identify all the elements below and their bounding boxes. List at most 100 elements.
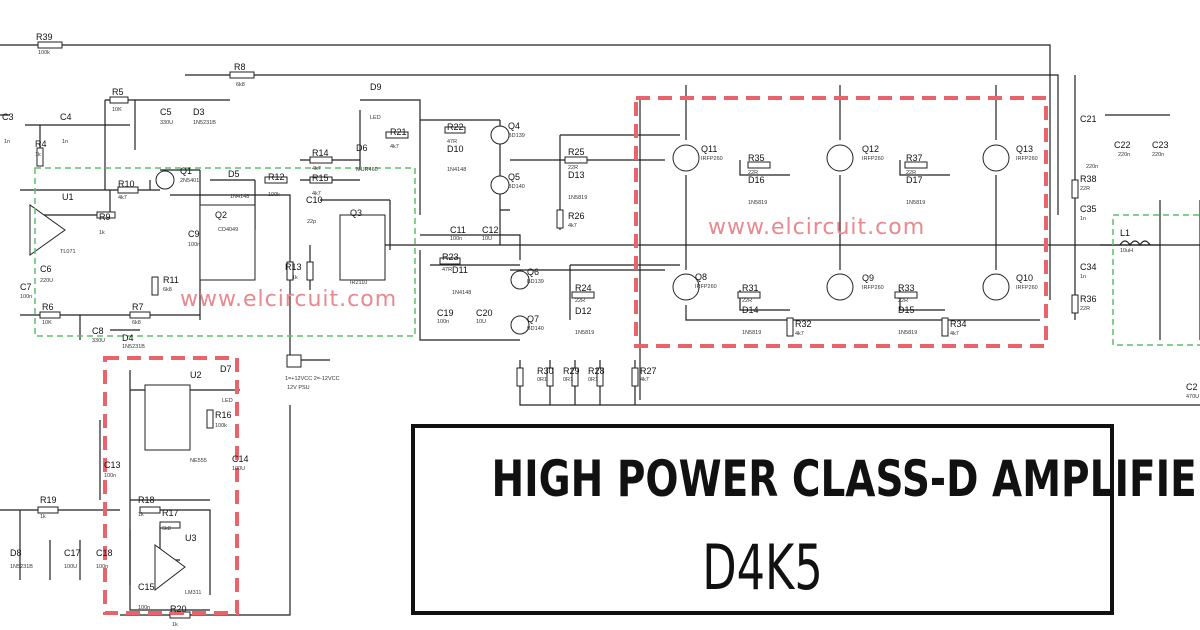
- svg-text:IRFP260: IRFP260: [1016, 285, 1038, 291]
- title-code: D4K5: [702, 531, 823, 604]
- svg-text:R23: R23: [442, 252, 459, 262]
- svg-text:6k8: 6k8: [162, 526, 171, 532]
- watermark-upper: www.elcircuit.com: [708, 215, 925, 240]
- svg-text:R24: R24: [575, 283, 592, 293]
- svg-text:C15: C15: [138, 582, 155, 592]
- svg-text:C2: C2: [1186, 382, 1198, 392]
- svg-text:C9: C9: [188, 229, 200, 239]
- svg-text:22R: 22R: [575, 298, 585, 304]
- svg-text:1N5819: 1N5819: [742, 330, 761, 336]
- power-label: 1=+12VCC 2=-12VCC: [285, 376, 340, 382]
- svg-text:R16: R16: [215, 410, 232, 420]
- svg-text:6k8: 6k8: [163, 287, 172, 293]
- svg-text:TL071: TL071: [60, 249, 76, 255]
- svg-text:R30: R30: [537, 366, 554, 376]
- svg-text:22R: 22R: [742, 298, 752, 304]
- svg-text:D17: D17: [906, 175, 923, 185]
- svg-text:1N5819: 1N5819: [575, 330, 594, 336]
- svg-text:1k: 1k: [292, 275, 298, 281]
- svg-text:C6: C6: [40, 264, 52, 274]
- svg-text:NE555: NE555: [190, 458, 207, 464]
- svg-text:4k7: 4k7: [118, 195, 127, 201]
- svg-text:Q6: Q6: [527, 267, 539, 277]
- svg-text:LED: LED: [370, 115, 381, 121]
- svg-text:100U: 100U: [232, 466, 245, 472]
- svg-text:C12: C12: [482, 225, 499, 235]
- svg-text:Q12: Q12: [862, 144, 879, 154]
- svg-text:1N5231B: 1N5231B: [193, 120, 216, 126]
- svg-text:R6: R6: [42, 302, 54, 312]
- svg-text:D11: D11: [452, 265, 468, 275]
- svg-text:6k8: 6k8: [236, 82, 245, 88]
- svg-text:1N5231B: 1N5231B: [10, 564, 33, 570]
- svg-text:Q8: Q8: [695, 272, 707, 282]
- svg-text:D13: D13: [568, 170, 585, 180]
- svg-text:1N4148: 1N4148: [230, 194, 249, 200]
- svg-text:D15: D15: [898, 305, 915, 315]
- svg-text:1k: 1k: [172, 622, 178, 628]
- svg-text:1N4148: 1N4148: [447, 167, 466, 173]
- svg-text:Q11: Q11: [701, 144, 717, 154]
- svg-text:C23: C23: [1152, 140, 1169, 150]
- svg-text:D9: D9: [370, 82, 382, 92]
- svg-text:R34: R34: [950, 319, 967, 329]
- svg-text:R33: R33: [898, 283, 915, 293]
- svg-text:100n: 100n: [104, 473, 116, 479]
- svg-text:C11: C11: [450, 225, 466, 235]
- svg-text:C5: C5: [160, 107, 172, 117]
- svg-text:IRFP260: IRFP260: [862, 285, 884, 291]
- svg-text:Q1: Q1: [180, 166, 192, 176]
- svg-text:4k7: 4k7: [568, 223, 577, 229]
- svg-text:D14: D14: [742, 305, 759, 315]
- output-filter-box: [1112, 214, 1200, 346]
- svg-text:22p: 22p: [307, 219, 316, 225]
- svg-text:C35: C35: [1080, 204, 1097, 214]
- svg-text:10K: 10K: [42, 320, 52, 326]
- svg-text:R37: R37: [906, 153, 923, 163]
- resistors: [36, 41, 1079, 619]
- svg-text:Q4: Q4: [508, 121, 520, 131]
- svg-text:4k7: 4k7: [795, 331, 804, 337]
- driver-stage-box: [34, 167, 416, 337]
- svg-text:100k: 100k: [38, 50, 50, 56]
- svg-text:1k: 1k: [40, 514, 46, 520]
- svg-text:100n: 100n: [437, 319, 449, 325]
- svg-text:10U: 10U: [476, 319, 486, 325]
- svg-text:1k: 1k: [35, 152, 41, 158]
- svg-text:R32: R32: [795, 319, 812, 329]
- svg-text:10K: 10K: [112, 107, 122, 113]
- svg-text:220n: 220n: [1152, 152, 1164, 158]
- svg-text:10U: 10U: [482, 236, 492, 242]
- svg-text:Q7: Q7: [527, 314, 539, 324]
- svg-text:D4: D4: [122, 333, 134, 343]
- svg-text:47R: 47R: [447, 139, 457, 145]
- svg-text:R4: R4: [35, 139, 47, 149]
- svg-text:IRFP260: IRFP260: [695, 284, 717, 290]
- svg-text:D10: D10: [447, 144, 464, 154]
- svg-text:1n: 1n: [4, 139, 10, 145]
- svg-text:R25: R25: [568, 147, 585, 157]
- svg-text:1n: 1n: [1080, 274, 1086, 280]
- svg-text:R20: R20: [170, 604, 187, 614]
- svg-text:C4: C4: [60, 112, 72, 122]
- svg-text:220U: 220U: [40, 278, 53, 284]
- psu-label: 12V PSU: [287, 385, 310, 391]
- svg-text:4k7: 4k7: [312, 191, 321, 197]
- svg-text:D12: D12: [575, 306, 592, 316]
- svg-text:C14: C14: [232, 454, 249, 464]
- svg-text:100k: 100k: [268, 192, 280, 198]
- svg-text:Q9: Q9: [862, 273, 874, 283]
- mosfet-stage-box: [634, 96, 1048, 348]
- svg-text:R9: R9: [99, 212, 111, 222]
- svg-text:100U: 100U: [64, 564, 77, 570]
- svg-text:330U: 330U: [92, 338, 105, 344]
- svg-text:R19: R19: [40, 495, 57, 505]
- svg-text:C34: C34: [1080, 262, 1097, 272]
- svg-text:R31: R31: [742, 283, 759, 293]
- title-box: HIGH POWER CLASS-D AMPLIFIER D4K5: [411, 424, 1200, 615]
- svg-text:1N4148: 1N4148: [452, 290, 471, 296]
- svg-text:22R: 22R: [1080, 306, 1090, 312]
- svg-text:C20: C20: [476, 308, 493, 318]
- svg-text:100n: 100n: [188, 242, 200, 248]
- svg-text:1N5819: 1N5819: [898, 330, 917, 336]
